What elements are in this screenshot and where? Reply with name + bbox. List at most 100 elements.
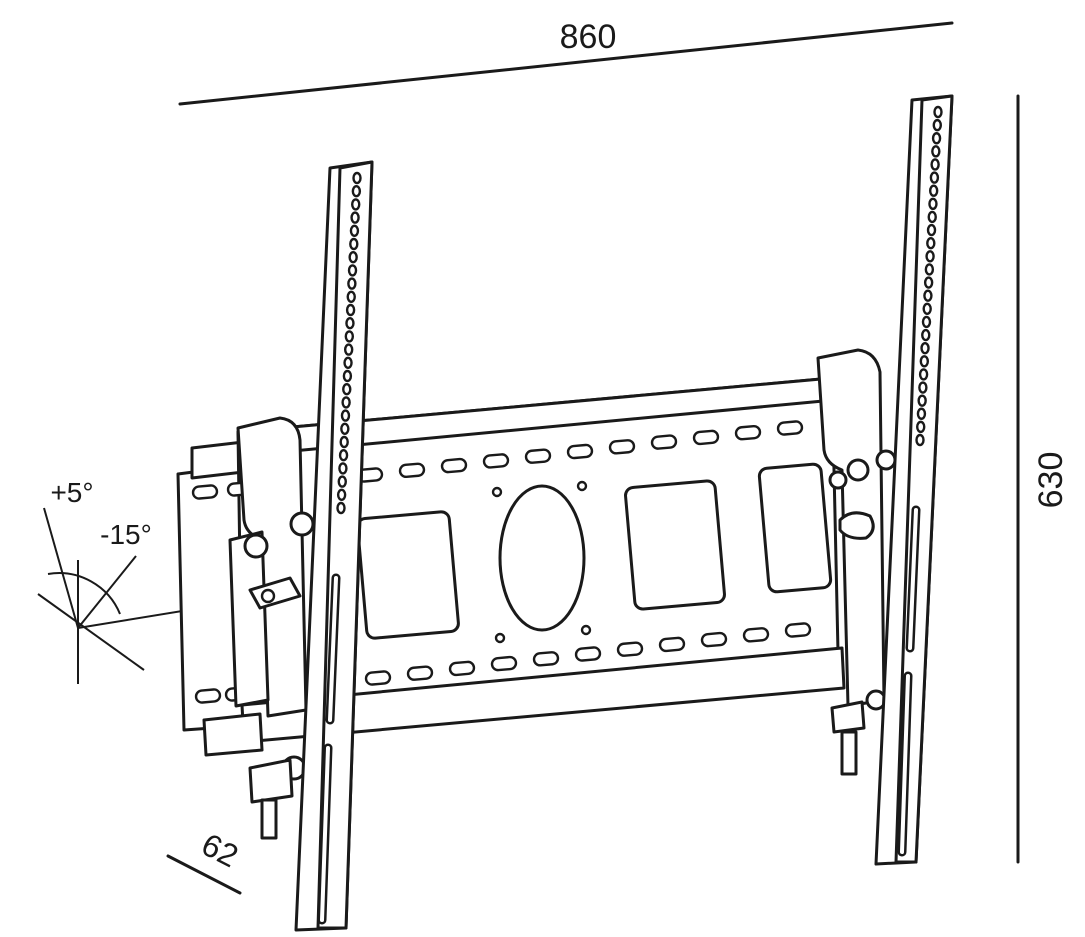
left-arm-hole [349,237,359,251]
rail-slot [692,429,720,446]
left-arm-hole [346,290,356,303]
right-arm-hole [923,276,934,289]
rail-slot [734,424,762,441]
tilt-up-label: +5° [50,477,93,508]
rail-slot [482,453,510,469]
right-arm-hole [925,250,935,263]
right-arm-hole [921,328,931,342]
left-arm-hole [350,211,360,224]
left-arm-slot-inner [328,576,338,722]
right-arm-hole [932,118,942,132]
rail-slot [194,688,222,704]
right-arm-hole [922,302,932,315]
right-arm-hole [926,236,936,250]
right-arm-slot-inner [908,508,918,650]
left-tilt-bracket [228,416,315,840]
rail-slot [364,670,392,686]
rail-slot [532,651,560,667]
right-arm-hole [927,210,937,224]
right-arm-hole [923,289,933,302]
rail-slot [650,434,678,450]
right-arm-hole [917,394,927,407]
rail-slot [784,622,812,638]
plate-hole [491,486,503,498]
plate-center-oval [498,484,586,632]
width-dimension-label: 860 [560,18,617,56]
plate-hole [576,480,588,492]
rail-slot [574,646,602,662]
left-arm-hole [336,501,346,515]
depth-dimension-line [166,854,242,895]
rail-slot [658,636,686,653]
plate-hole [494,632,506,644]
right-arm-hole [926,223,937,237]
rail-slot [440,457,468,474]
left-arm-hole [337,475,347,488]
left-arm-hole [352,171,362,185]
right-arm-hole [916,407,927,420]
rail-slot [406,665,434,681]
left-arm-hole [342,383,352,396]
right-arm-hole [921,315,932,329]
left-arm-hole [336,488,347,501]
depth-dimension-label: 62 [196,826,244,874]
right-vertical-arm [874,94,954,866]
right-arm-hole [916,420,926,434]
right-arm-hole [928,184,939,197]
height-dimension-label: 630 [1032,452,1070,509]
right-arm-hole [920,341,930,355]
plate-features [191,420,833,704]
right-arm-hole [928,197,938,211]
left-arm-hole [347,277,357,290]
left-arm-hole [338,462,348,475]
left-arm-hole [344,330,355,343]
rail-slot [490,655,518,672]
right-arm-hole [915,433,925,447]
left-arm-hole [339,435,349,449]
left-arm-hole [341,396,351,409]
tilt-down-label: -15° [100,519,152,550]
left-arm-hole [347,264,358,277]
rail-slot [191,484,219,500]
rail-slot [608,439,636,455]
left-arm-hole [351,184,362,198]
plate-cutout [624,479,726,611]
right-arm-hole [933,105,943,119]
rail-slot [776,420,804,436]
left-arm-hole [342,369,353,383]
rail-slot [524,448,552,464]
left-arm-hole [343,356,353,369]
right-tilt-bracket [816,348,897,776]
plate-cutout [757,462,833,594]
right-arm-hole [929,171,940,184]
left-arm-hole [349,224,360,238]
left-arm-slot-inner [320,746,330,922]
left-arm-hole [345,303,356,317]
left-arm-hole [340,409,351,422]
left-arm-hole [338,449,349,462]
rail-slot [700,631,728,648]
rail-slot [398,462,426,479]
right-arm-hole [931,132,942,145]
left-arm-hole [340,422,350,435]
right-arm-slot-inner [900,674,910,854]
left-arm-hole [351,198,361,211]
rail-slot [448,660,476,677]
rail-slot [616,641,644,657]
rail-slot [566,443,594,460]
left-arm-hole [343,343,354,356]
right-arm-hole [918,381,928,394]
tilt-angle-indicator: +5° -15° [37,477,263,684]
left-vertical-arm [294,160,374,932]
right-arm-hole [919,355,930,368]
right-arm-hole [930,158,940,171]
rail-slot [742,627,770,643]
left-arm-hole [348,251,358,264]
plate-cutout [356,510,460,640]
arm-features [317,105,943,925]
right-arm-hole [918,368,929,381]
plate-hole [580,624,592,636]
right-arm-hole [924,263,935,276]
